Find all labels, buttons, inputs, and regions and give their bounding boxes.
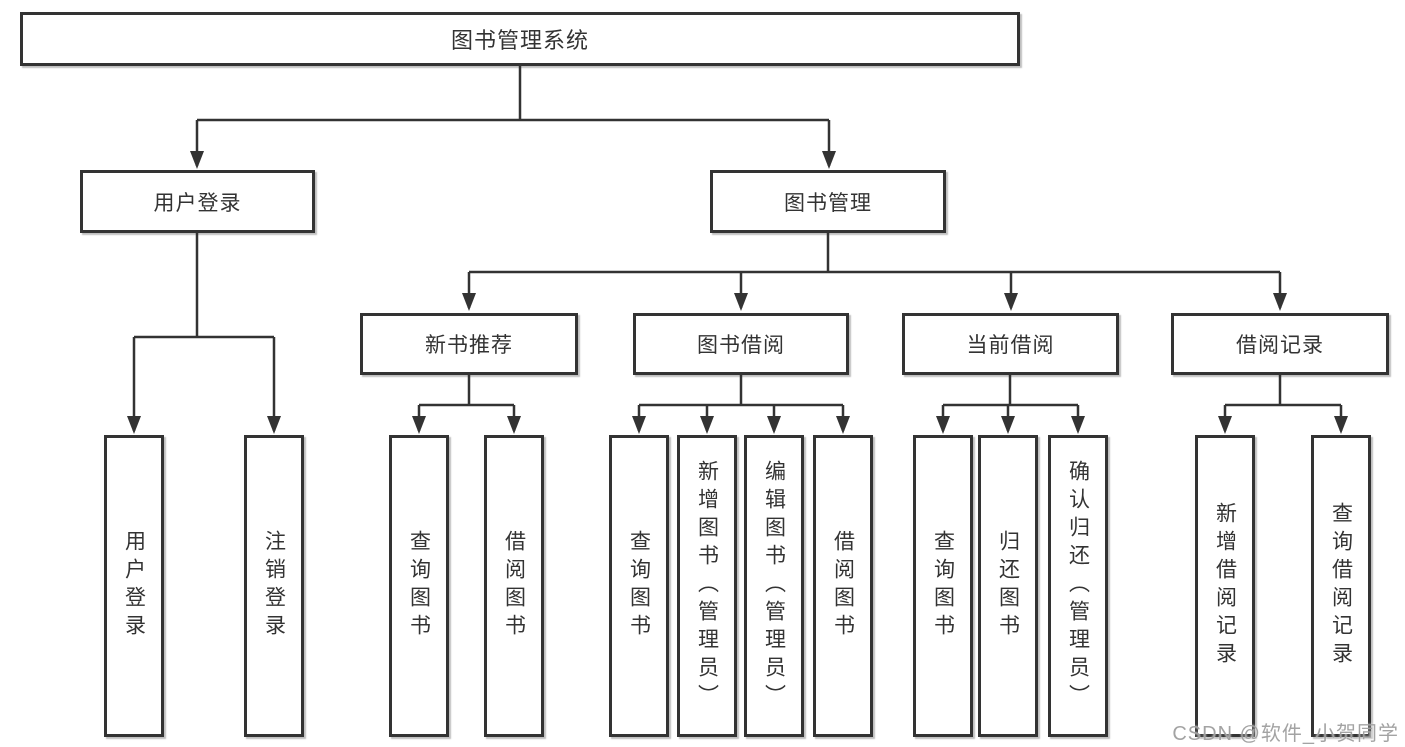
node-label: 用户登录 [153, 191, 242, 215]
node-label: 借阅记录 [1236, 334, 1324, 357]
leaf-return-books: 归还图书 [978, 435, 1038, 737]
node-label: 当前借阅 [966, 334, 1055, 357]
node-label: 编辑图书（管理员） [762, 460, 786, 712]
leaf-borrow-books-recommend: 借阅图书 [484, 435, 544, 737]
node-label: 查询图书 [407, 530, 431, 642]
node-label: 归还图书 [996, 530, 1020, 642]
node-library-management-system: 图书管理系统 [20, 12, 1020, 66]
node-label: 用户登录 [122, 530, 146, 642]
node-label: 查询图书 [627, 530, 651, 642]
leaf-query-books-borrow: 查询图书 [609, 435, 669, 737]
node-label: 图书管理系统 [450, 28, 589, 53]
node-label: 图书借阅 [697, 334, 785, 357]
node-label: 借阅图书 [831, 530, 855, 642]
leaf-confirm-return-admin: 确认归还（管理员） [1048, 435, 1108, 737]
leaf-borrow-books: 借阅图书 [813, 435, 873, 737]
node-borrowing-records: 借阅记录 [1171, 313, 1389, 375]
node-book-management: 图书管理 [710, 170, 946, 233]
node-label: 查询借阅记录 [1329, 502, 1353, 670]
leaf-query-books-current: 查询图书 [913, 435, 973, 737]
leaf-user-login: 用户登录 [104, 435, 164, 737]
leaf-query-books-recommend: 查询图书 [389, 435, 449, 737]
node-label: 注销登录 [262, 530, 286, 642]
node-label: 新增图书（管理员） [695, 460, 719, 712]
leaf-add-borrow-record: 新增借阅记录 [1195, 435, 1255, 737]
node-label: 借阅图书 [502, 530, 526, 642]
node-label: 图书管理 [784, 191, 872, 215]
node-label: 新增借阅记录 [1213, 502, 1237, 670]
csdn-watermark: CSDN @软件_小贺同学 [1172, 723, 1399, 745]
node-book-borrowing: 图书借阅 [633, 313, 849, 375]
node-current-borrowing: 当前借阅 [902, 313, 1119, 375]
leaf-query-borrow-record: 查询借阅记录 [1311, 435, 1371, 737]
leaf-add-book-admin: 新增图书（管理员） [677, 435, 737, 737]
node-user-login: 用户登录 [80, 170, 315, 233]
node-label: 新书推荐 [425, 334, 513, 357]
leaf-logout: 注销登录 [244, 435, 304, 737]
node-new-book-recommendation: 新书推荐 [360, 313, 578, 375]
node-label: 确认归还（管理员） [1066, 460, 1090, 712]
node-label: 查询图书 [931, 530, 955, 642]
leaf-edit-book-admin: 编辑图书（管理员） [744, 435, 804, 737]
